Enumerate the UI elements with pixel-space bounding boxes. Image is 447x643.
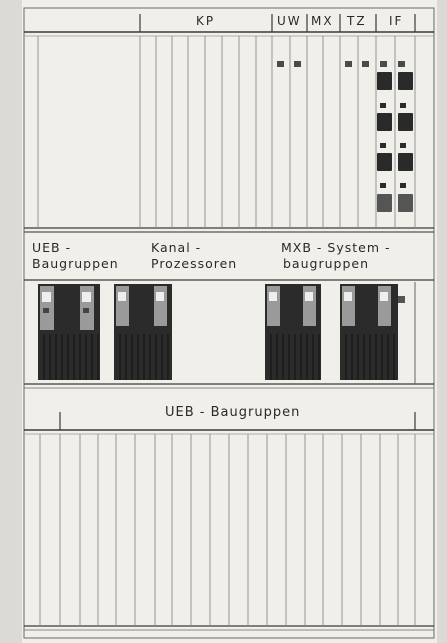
bottom-shelf-slots <box>39 434 416 626</box>
top-shelf-slots <box>37 36 416 228</box>
top-shelf-indicators <box>277 61 405 67</box>
mxb-module-group-right <box>340 284 405 380</box>
kanal-prozessoren-label: Kanal - Prozessoren <box>151 240 237 272</box>
kanal-label-line1: Kanal - <box>151 240 202 255</box>
ueb-baugruppen-label: UEB - Baugruppen <box>32 240 119 272</box>
mxb-systembaugruppen-label: MXB - System - baugruppen <box>281 240 390 272</box>
module-ribs <box>43 334 395 380</box>
mxb-label-line2: baugruppen <box>283 256 369 271</box>
header-uw: UW <box>277 14 302 28</box>
mxb-label-line1: MXB - System - <box>281 240 391 255</box>
top-shelf <box>24 14 434 233</box>
header-kp: KP <box>196 14 216 28</box>
ueb-label-line1: UEB - <box>32 240 72 255</box>
ueb-label-line2: Baugruppen <box>32 256 119 271</box>
header-tz: TZ <box>347 14 367 28</box>
if-modules <box>377 72 413 212</box>
bottom-ueb-baugruppen-label: UEB - Baugruppen <box>165 405 301 420</box>
header-mx: MX <box>311 14 334 28</box>
kanal-prozessor-module-group <box>114 284 172 380</box>
header-if: IF <box>389 14 404 28</box>
left-margin <box>0 0 22 643</box>
middle-shelf <box>23 279 434 389</box>
kanal-label-line2: Prozessoren <box>151 256 238 271</box>
mxb-module-group-left <box>265 284 321 380</box>
right-margin <box>437 0 447 643</box>
ueb-module-group <box>38 284 100 380</box>
